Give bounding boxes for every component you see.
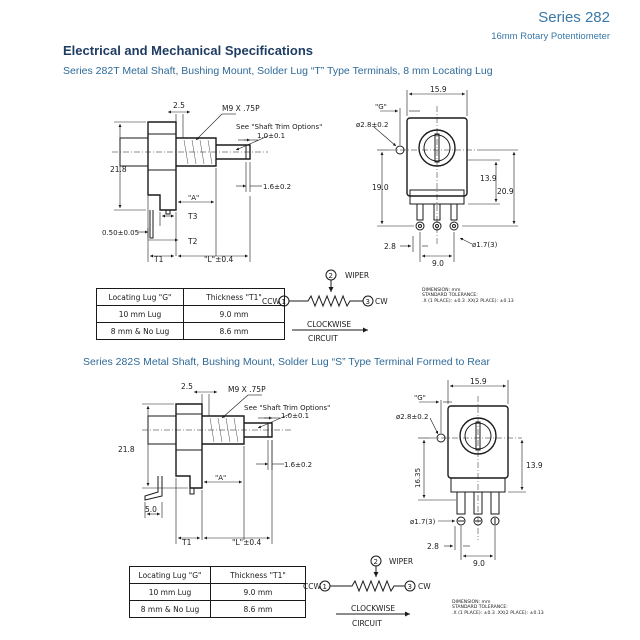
dim-1-7: ø1.7(3) <box>472 241 498 249</box>
dim-2-8: 2.8 <box>427 542 439 551</box>
table-cell: 9.0 mm <box>183 305 285 323</box>
ccw-number: 1 <box>323 583 327 591</box>
table-cell: 8.6 mm <box>210 600 306 618</box>
section-title: Electrical and Mechanical Specifications <box>63 43 313 58</box>
dim-a: "A" <box>188 194 199 202</box>
series-subtitle: 16mm Rotary Potentiometer <box>491 31 610 42</box>
table-row: 8 mm & No Lug 8.6 mm <box>129 600 306 618</box>
table-row: 10 mm Lug 9.0 mm <box>129 583 306 601</box>
dim-t1: T1 <box>181 538 192 547</box>
table-header: Thickness "T1" <box>183 288 285 306</box>
dim-2-8-dia: ø2.8±0.2 <box>396 413 428 421</box>
dim-9-0: 9.0 <box>473 559 485 568</box>
table-cell: 10 mm Lug <box>96 305 184 323</box>
dim-a: "A" <box>215 474 226 482</box>
cw-label: CW <box>418 582 431 591</box>
wiper-number: 2 <box>329 272 333 280</box>
note-line: STANDARD TOLERANCE: <box>452 605 508 611</box>
dim-2-5: 2.5 <box>181 382 193 391</box>
dim-t3: T3 <box>187 212 198 221</box>
table-header-row: Locating Lug "G" Thickness "T1" <box>129 566 306 584</box>
thread-spec: M9 X .75P <box>222 104 260 113</box>
shaft-trim-note: See "Shaft Trim Options" <box>244 404 330 412</box>
table-header: Locating Lug "G" <box>129 566 211 584</box>
circuit-label: CIRCUIT <box>308 334 338 343</box>
dim-t1: T1 <box>153 255 164 264</box>
table-header-row: Locating Lug "G" Thickness "T1" <box>96 288 285 306</box>
dim-2-8: 2.8 <box>384 242 396 251</box>
dim-9-0: 9.0 <box>432 259 444 268</box>
wiper-label: WIPER <box>345 271 369 280</box>
locating-lug-table-282t: Locating Lug "G" Thickness "T1" 10 mm Lu… <box>96 288 285 340</box>
table-cell: 9.0 mm <box>210 583 306 601</box>
note-line: .X (1 PLACE): ±0.3 .XX(2 PLACE): ±0.13 <box>452 610 544 616</box>
dim-13-9: 13.9 <box>480 174 497 183</box>
dim-1-6: 1.6±0.2 <box>263 183 291 191</box>
drawing1-subtitle: Series 282T Metal Shaft, Bushing Mount, … <box>63 65 493 77</box>
table-header: Locating Lug "G" <box>96 288 184 306</box>
dim-15-9: 15.9 <box>430 85 447 94</box>
shaft-trim-note: See "Shaft Trim Options" <box>236 123 322 131</box>
dim-t2: T2 <box>187 237 198 246</box>
table-row: 8 mm & No Lug 8.6 mm <box>96 322 285 340</box>
dim-21-8: 21.8 <box>110 165 127 174</box>
dim-16-35: 16.35 <box>414 468 422 488</box>
table-cell: 8.6 mm <box>183 322 285 340</box>
dim-15-9: 15.9 <box>470 377 487 386</box>
drawing2-subtitle: Series 282S Metal Shaft, Bushing Mount, … <box>83 356 490 368</box>
dim-5-0: 5.0 <box>145 505 157 514</box>
dim-g: "G" <box>414 394 426 402</box>
note-line: DIMENSION: mm <box>422 288 461 293</box>
dim-1-6: 1.6±0.2 <box>284 461 312 469</box>
tolerance-note-282s: DIMENSION: mm STANDARD TOLERANCE: .X (1 … <box>452 600 544 616</box>
table-cell: 8 mm & No Lug <box>96 322 184 340</box>
tolerance-note-282t: DIMENSION: mm STANDARD TOLERANCE: .X (1 … <box>422 288 514 304</box>
dim-2-8-dia: ø2.8±0.2 <box>356 121 388 129</box>
clockwise-label: CLOCKWISE <box>307 320 351 329</box>
side-view-282s: 2.5 M9 X .75P See "Shaft Trim Options" 1… <box>118 382 330 547</box>
wiper-label: WIPER <box>389 557 413 566</box>
dim-l: "L"±0.4 <box>232 538 262 547</box>
dim-1-0: 1.0±0.1 <box>257 132 285 140</box>
dim-2-5: 2.5 <box>173 101 185 110</box>
dim-1-0: 1.0±0.1 <box>281 412 309 420</box>
locating-lug-table-282s: Locating Lug "G" Thickness "T1" 10 mm Lu… <box>129 566 306 618</box>
front-view-282s: 15.9 "G" ø2.8±0.2 16.35 13.9 ø1.7(3) 2.8… <box>396 377 543 568</box>
dim-g: "G" <box>375 103 387 111</box>
dim-1-7: ø1.7(3) <box>410 518 436 526</box>
thread-spec: M9 X .75P <box>228 385 266 394</box>
note-line: STANDARD TOLERANCE: <box>422 293 478 299</box>
dim-0-50: 0.50±0.05 <box>102 229 139 237</box>
note-line: .X (1 PLACE): ±0.3 .XX(2 PLACE): ±0.13 <box>422 298 514 304</box>
circuit-282s: 2 WIPER 1 CCW 3 CW CLOCKWISE CIRCUIT <box>303 555 431 628</box>
cw-number: 3 <box>366 298 370 306</box>
note-line: DIMENSION: mm <box>452 600 491 605</box>
dim-l: "L"±0.4 <box>204 255 234 264</box>
wiper-number: 2 <box>374 558 378 566</box>
dim-13-9: 13.9 <box>526 461 543 470</box>
dim-19-0: 19.0 <box>372 183 389 192</box>
ccw-label: CCW <box>303 582 321 591</box>
cw-label: CW <box>375 297 388 306</box>
cw-number: 3 <box>408 583 412 591</box>
table-row: 10 mm Lug 9.0 mm <box>96 305 285 323</box>
dim-20-9: 20.9 <box>497 187 514 196</box>
circuit-label: CIRCUIT <box>352 619 382 628</box>
table-cell: 10 mm Lug <box>129 583 211 601</box>
front-view-282t: 15.9 "G" ø2.8±0.2 19.0 13.9 20.9 2.8 ø1.… <box>356 85 518 268</box>
dim-21-8: 21.8 <box>118 445 135 454</box>
clockwise-label: CLOCKWISE <box>351 604 395 613</box>
series-title: Series 282 <box>538 9 610 26</box>
side-view-282t: 2.5 M9 X .75P See "Shaft Trim Options" 1… <box>102 101 322 264</box>
table-header: Thickness "T1" <box>210 566 306 584</box>
table-cell: 8 mm & No Lug <box>129 600 211 618</box>
